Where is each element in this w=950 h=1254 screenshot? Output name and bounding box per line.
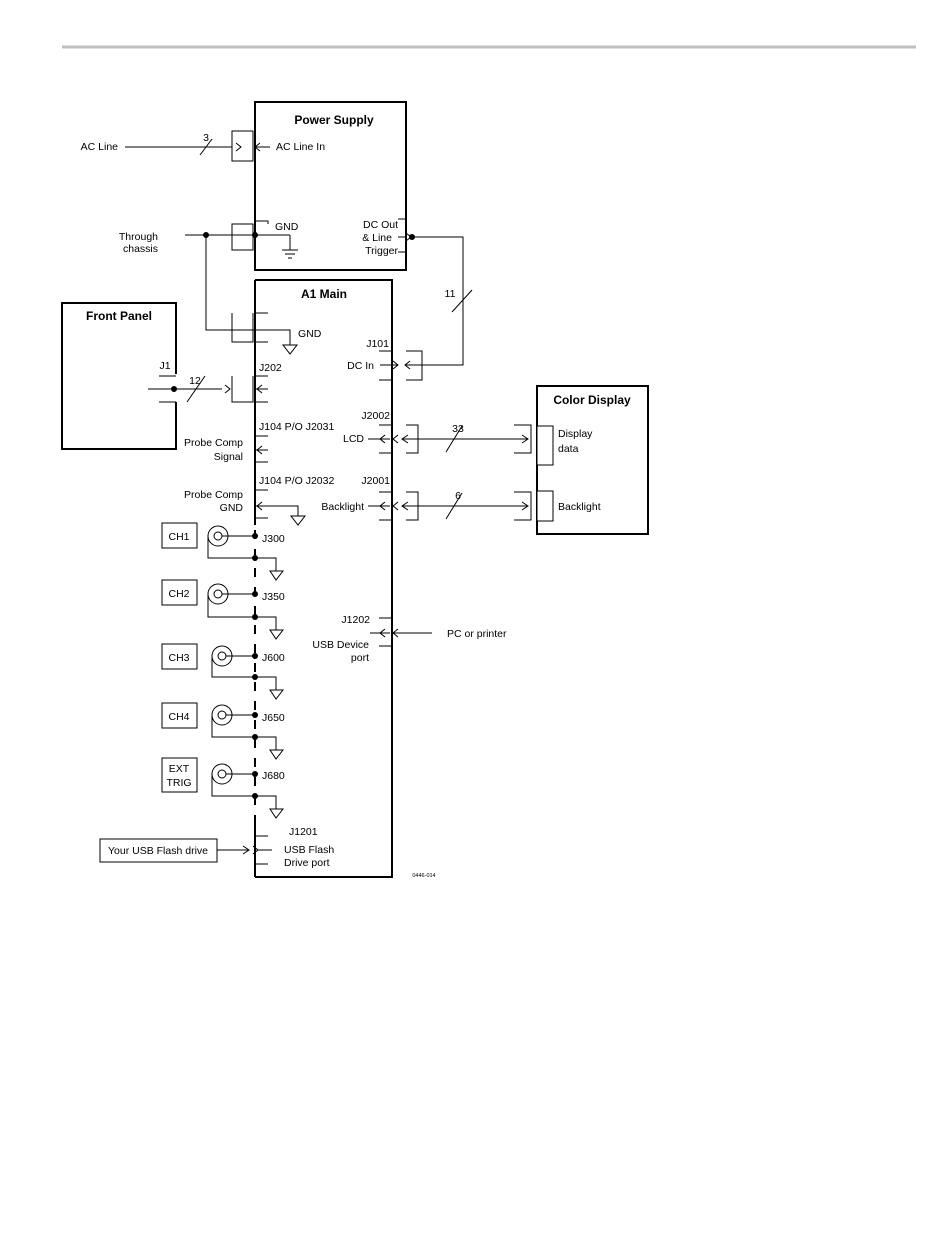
front-bus-slash [186,375,206,403]
and-line-label: & Line [362,232,392,244]
usb-device-label: USB Device [312,639,369,651]
j680-label: J680 [262,770,285,782]
j650-label: J650 [262,712,285,724]
ac-line-label: AC Line [81,141,119,153]
backlight-bus-count: 6 [455,490,461,502]
probe-comp-signal-label-2: Signal [214,451,243,463]
through-label: Through [119,231,158,243]
ac-bus-slash [199,138,213,156]
j1202-label: J1202 [341,614,370,626]
j104-j2032-label: J104 P/O J2032 [259,475,334,487]
trig-label: TRIG [166,777,191,789]
backlight-main-label: Backlight [321,501,364,513]
backlight-bus-slash [445,492,463,520]
pc-printer-label: PC or printer [447,628,507,640]
channel-ch1: CH1 J300 [161,522,285,581]
backlight-display-label: Backlight [558,501,601,513]
a1-main-title: A1 Main [301,287,347,301]
j350-label: J350 [262,591,285,603]
figure-id: 0446-014 [412,873,435,879]
lcd-label: LCD [343,433,364,445]
probe-comp-gnd-label-1: Probe Comp [184,489,243,501]
lcd-bus-count: 33 [452,423,464,435]
ch3-label: CH3 [168,652,189,664]
front-panel-block: Front Panel [61,302,177,450]
main-gnd-label: GND [298,328,322,340]
ac-line-in-label: AC Line In [276,141,325,153]
usb-device-port-label: port [351,652,369,664]
color-display-block: Color Display [536,385,649,535]
ch4-label: CH4 [168,711,189,723]
lcd-bus-slash [445,425,463,453]
chassis-label: chassis [123,243,158,255]
ext-label: EXT [169,763,190,775]
display-label: Display [558,428,593,440]
j1201-label: J1201 [289,826,318,838]
ch1-label: CH1 [168,531,189,543]
color-display-title: Color Display [553,393,631,407]
j300-label: J300 [262,533,285,545]
channel-ch4: CH4 J650 [161,702,285,760]
channel-ext-trig: EXT TRIG J680 [161,757,285,819]
drive-port-label: Drive port [284,857,330,869]
probe-comp-signal-label-1: Probe Comp [184,437,243,449]
ps-gnd-label: GND [275,221,299,233]
probe-comp-gnd-label-2: GND [220,502,244,514]
j1-label: J1 [159,360,170,372]
j101-label: J101 [366,338,389,350]
j104-j2031-label: J104 P/O J2031 [259,421,334,433]
power-supply-block: Power Supply [254,101,407,271]
trigger-label: Trigger [365,245,398,257]
usb-flash-drive-label: Your USB Flash drive [108,845,208,857]
dc-bus-slash [451,289,473,313]
ac-bus-count: 3 [203,132,209,144]
channel-ch3: CH3 J600 [161,643,285,700]
usb-flash-label: USB Flash [284,844,334,856]
j600-label: J600 [262,652,285,664]
a1-main-block: A1 Main [255,279,393,878]
front-panel-title: Front Panel [86,309,152,323]
dc-out-label: DC Out [363,219,398,231]
ch2-label: CH2 [168,588,189,600]
j202-label: J202 [259,362,282,374]
dc-in-label: DC In [347,360,374,372]
j2002-label: J2002 [361,410,390,422]
power-supply-title: Power Supply [294,113,374,127]
j2001-label: J2001 [361,475,390,487]
data-label: data [558,443,579,455]
dc-bus-count: 11 [445,288,456,300]
channel-ch2: CH2 J350 [161,579,285,640]
front-bus-count: 12 [189,375,201,387]
